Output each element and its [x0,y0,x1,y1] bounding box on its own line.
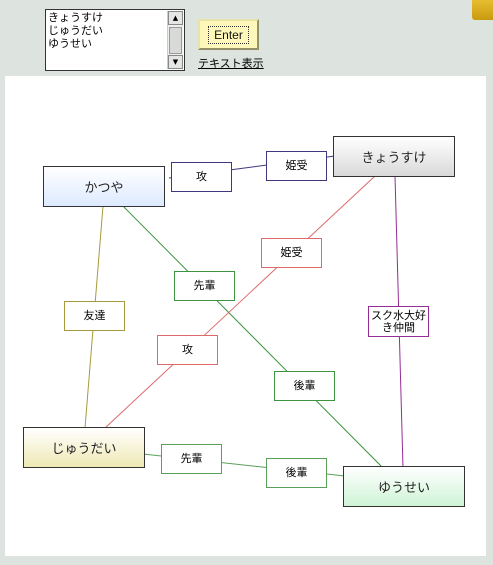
label-katsuya-juudai-friends[interactable]: 友達 [64,301,125,331]
relationship-diagram: かつや きょうすけ じゅうだい ゆうせい 攻 姫受 姫受 攻 先輩 後輩 友達 … [5,76,486,556]
names-list: きょうすけ じゅうだい ゆうせい [48,11,166,70]
listbox-scrollbar[interactable]: ▲ ▼ [167,11,183,69]
label-juudai-yuusei-senpai[interactable]: 先輩 [161,444,222,474]
label-kyousuke-yuusei-swimsuit[interactable]: スク水大好き仲間 [368,306,429,337]
edge-kyousuke-juudai [104,175,376,429]
list-item[interactable]: じゅうだい [48,24,103,37]
names-listbox[interactable]: きょうすけ じゅうだい ゆうせい ▲ ▼ [45,9,185,71]
enter-button[interactable]: Enter [198,19,259,50]
node-kyousuke[interactable]: きょうすけ [333,136,455,177]
scroll-down-icon[interactable]: ▼ [168,55,183,69]
label-kyousuke-juudai-attack[interactable]: 攻 [157,335,218,365]
label-katsuya-yuusei-senpai[interactable]: 先輩 [174,271,235,301]
list-item[interactable]: きょうすけ [48,11,103,24]
scroll-up-icon[interactable]: ▲ [168,11,183,25]
scroll-thumb[interactable] [169,27,182,54]
node-juudai[interactable]: じゅうだい [23,427,145,468]
label-juudai-yuusei-kouhai[interactable]: 後輩 [266,458,327,488]
label-katsuya-yuusei-kouhai[interactable]: 後輩 [274,371,335,401]
label-kyousuke-juudai-hime[interactable]: 姫受 [261,238,322,268]
node-katsuya[interactable]: かつや [43,166,165,207]
edge-katsuya-yuusei [122,205,384,469]
label-katsuya-kyousuke-attack[interactable]: 攻 [171,162,232,192]
list-item[interactable]: ゆうせい [48,37,92,50]
label-katsuya-kyousuke-hime[interactable]: 姫受 [266,151,327,181]
corner-tab[interactable] [472,0,493,20]
node-yuusei[interactable]: ゆうせい [343,466,465,507]
enter-button-label: Enter [208,25,249,44]
text-display-link[interactable]: テキスト表示 [198,57,264,70]
